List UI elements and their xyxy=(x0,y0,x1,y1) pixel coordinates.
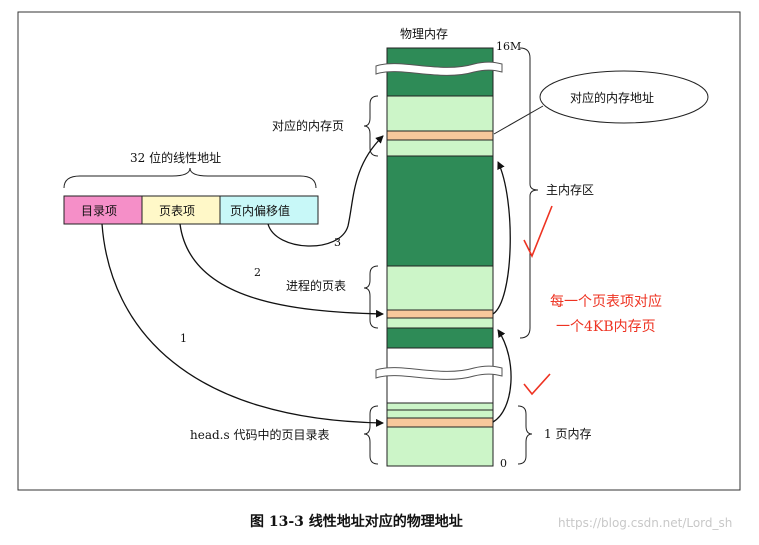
linear-address-brace xyxy=(63,167,317,189)
memory-top-mark: 16M xyxy=(496,40,521,53)
page-dir-to-table-arrow xyxy=(492,329,512,423)
offset-label: 页内偏移值 xyxy=(230,203,290,218)
physical-address-label: 对应的内存地址 xyxy=(570,90,654,105)
step1-label: 1 xyxy=(180,332,187,345)
memory-segment-dark-low xyxy=(386,327,494,349)
annotation-line2: 一个4KB内存页 xyxy=(556,319,656,335)
page-entry-field xyxy=(141,195,221,225)
dir-entry-field xyxy=(63,195,143,225)
memory-mapped-address xyxy=(386,130,494,141)
step3-arrow xyxy=(267,135,384,247)
physical-address-callout xyxy=(539,70,709,124)
linear-address-box: 目录项 页表项 页内偏移值 xyxy=(63,195,319,225)
step3-label: 3 xyxy=(334,236,341,249)
one-page-brace xyxy=(517,405,533,465)
figure-caption: 图 13-3 线性地址对应的物理地址 xyxy=(250,513,463,530)
step2-arrow xyxy=(179,223,384,318)
break-symbol-bottom xyxy=(375,365,503,380)
main-memory-label: 主内存区 xyxy=(546,183,594,197)
page-entry-label: 页表项 xyxy=(159,204,195,218)
red-check-mark-upper xyxy=(523,205,553,258)
one-page-label: 1 页内存 xyxy=(544,427,591,441)
memory-segment-mapped-page xyxy=(386,95,494,157)
annotation-line1: 每一个页表项对应 xyxy=(550,293,662,310)
process-page-table-label: 进程的页表 xyxy=(286,278,346,293)
memory-segment-page-dir xyxy=(386,402,494,467)
page-table-to-page-arrow xyxy=(492,161,511,315)
mapped-page-label: 对应的内存页 xyxy=(272,118,344,133)
page-table-brace xyxy=(363,265,379,329)
red-check-mark-lower xyxy=(523,373,551,396)
dir-entry-label: 目录项 xyxy=(81,204,117,218)
page-dir-label: head.s 代码中的页目录表 xyxy=(190,427,329,442)
memory-segment-page-table xyxy=(386,265,494,329)
memory-page-table-entry xyxy=(386,309,494,319)
break-symbol-top xyxy=(375,61,503,76)
step1-arrow xyxy=(101,223,384,427)
offset-field xyxy=(219,195,319,225)
step2-label: 2 xyxy=(254,266,261,279)
memory-segment-main xyxy=(386,155,494,267)
memory-column xyxy=(375,47,503,467)
watermark: https://blog.csdn.net/Lord_sh xyxy=(558,516,732,530)
main-memory-brace xyxy=(519,47,539,339)
memory-title: 物理内存 xyxy=(400,27,448,41)
memory-bottom-mark: 0 xyxy=(500,457,507,470)
linear-address-label: 32 位的线性地址 xyxy=(130,150,221,165)
callout-pointer xyxy=(493,105,544,135)
page-dir-brace xyxy=(363,405,379,465)
memory-page-dir-entry xyxy=(386,417,494,428)
